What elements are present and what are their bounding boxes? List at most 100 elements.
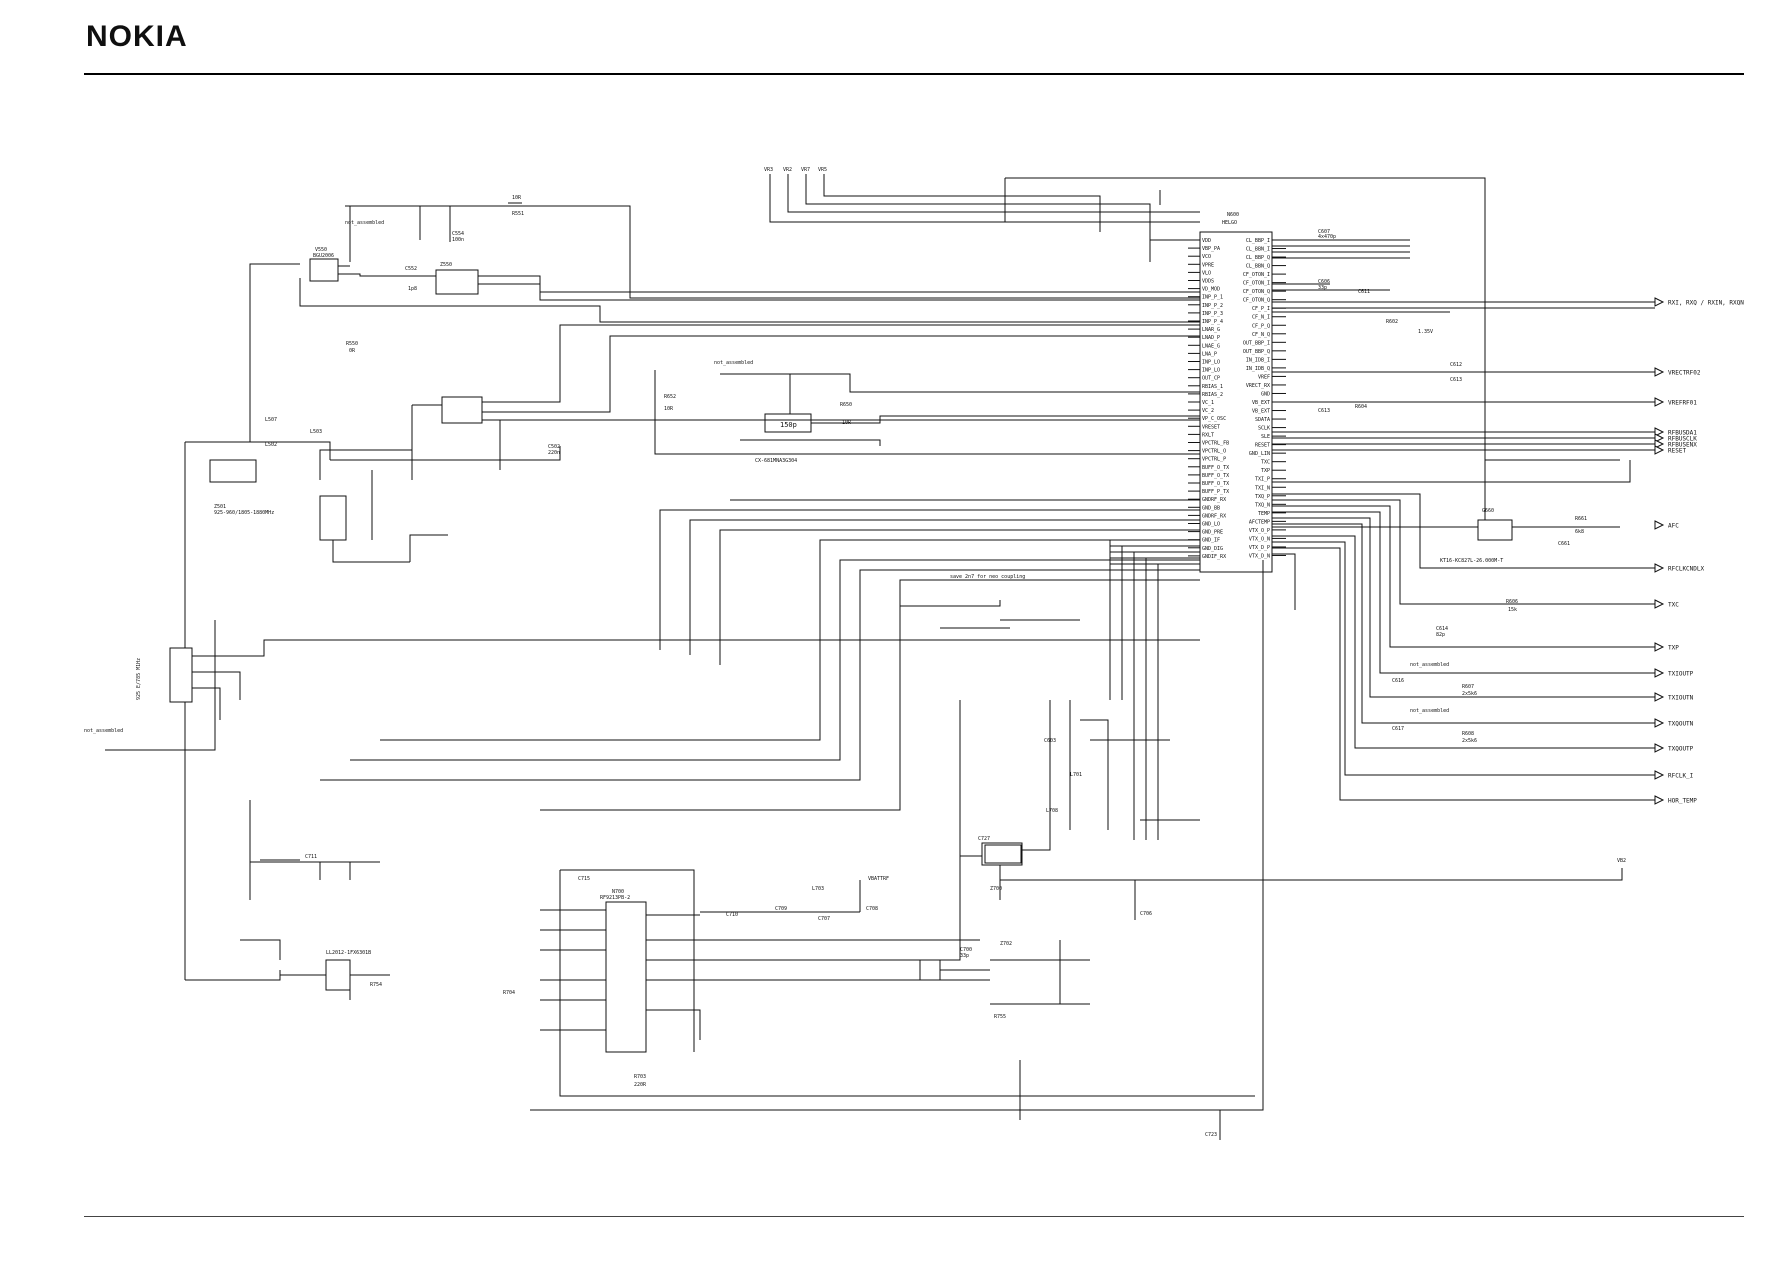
ic-pin-label: GNDRF_RX [1202, 513, 1226, 519]
c616-ref: C616 [1392, 678, 1404, 684]
port-label: AFC [1668, 523, 1679, 530]
rx-filter-wires [319, 324, 1200, 480]
supply-label: VBATTRF [868, 876, 889, 882]
port-label: RFCLK_I [1668, 773, 1694, 780]
port-label: TXIOUTP [1668, 671, 1694, 678]
port-arrow [1654, 668, 1665, 678]
main-ic-ref: N600 [1227, 212, 1239, 218]
ic-pin-label: VREF [1258, 374, 1270, 380]
l502-ref: L502 [265, 442, 277, 448]
port-label: RFBUSDA1 [1668, 430, 1697, 437]
lna-wires [249, 205, 1200, 442]
ic-pin-label: INP_P_2 [1202, 303, 1223, 309]
pa-name: RF9213PB-2 [600, 895, 630, 901]
pa-module: N700 RF9213PB-2 VBATTRF L703 C709 C707 C… [503, 700, 1255, 1097]
balun [319, 495, 347, 541]
c613-ref: R604 [1355, 404, 1367, 410]
tx-matching: C603 L701 L708 C727 [959, 700, 1200, 900]
detector-wires [185, 939, 390, 1000]
right-cap-wires [1272, 239, 1450, 313]
lna-bypass [299, 278, 1200, 323]
ic-pin-label: GND_PRE [1202, 530, 1223, 536]
port-arrow [1654, 599, 1665, 609]
ic-pin-label: GND [1261, 391, 1270, 397]
antenna-switch-body [169, 647, 193, 703]
ic-pin-label: INP_P_1 [1202, 295, 1223, 301]
c703-ref: L708 [1046, 808, 1058, 814]
ic-pin-label: VTX_O_N [1249, 536, 1270, 542]
ic-pin-label: INP_LO [1202, 360, 1220, 366]
c706-ref: R755 [994, 1014, 1006, 1020]
r602-ref: C612 [1450, 362, 1462, 368]
r650-value: 10R [842, 420, 852, 426]
c715-ref: C715 [578, 876, 590, 882]
tcxo-wires [1272, 459, 1620, 528]
power-detector: LL2012-1FX6301B C711 R754 [185, 800, 390, 1000]
port-arrow [1654, 563, 1665, 573]
r501-ref: C502 [548, 444, 560, 450]
r607-ref: R607 [1462, 684, 1474, 690]
saw-filter-1 [435, 269, 479, 295]
label-not-assembled: not_assembled [1410, 662, 1449, 668]
port-arrow [1654, 692, 1665, 702]
ic-pin-label: VLO [1202, 270, 1211, 276]
saw-tx-ref: C727 [978, 836, 990, 842]
r603-ref: C613 [1318, 408, 1330, 414]
detector-body [325, 959, 351, 991]
ic-pin-label: VDD [1202, 238, 1211, 244]
ic-pin-label: SDATA [1255, 417, 1270, 423]
tcxo-ref: G660 [1482, 508, 1494, 514]
r704-ref: R704 [503, 990, 515, 996]
port-label: TXC [1668, 602, 1679, 609]
ic-pin-label: CF_OTON_I [1243, 272, 1270, 278]
ic-pin-label: VTX_D_P [1249, 545, 1270, 551]
ic-pin-label: VBP_PA [1202, 246, 1220, 252]
port-label: RXI, RXQ / RXIN, RXQN [1668, 300, 1744, 307]
l708-ref: L701 [1070, 772, 1082, 778]
vco-label: 150p [780, 421, 797, 429]
port-label: RFBUSCLK [1668, 436, 1697, 443]
r608-ref: R608 [1462, 731, 1474, 737]
ic-pin-label: VCO [1202, 254, 1211, 260]
c552-ref: C552 [405, 266, 417, 272]
pa-supply [700, 880, 861, 913]
bottom-bus: VB2 C706 C723 [530, 560, 1626, 1140]
label-not-assembled: not_assembled [1410, 708, 1449, 714]
ic-pin-label: CF_OTON_Q [1243, 298, 1270, 304]
r600-ref: C607 [1318, 229, 1330, 235]
port-label: TXP [1668, 645, 1679, 652]
port-label: RESET [1668, 448, 1686, 455]
l701-ref: C603 [1044, 738, 1056, 744]
lna-block: V550 BGU2006 Z550 not_assembled 10R R551… [249, 195, 1200, 442]
r661-value: 6k8 [1575, 529, 1584, 535]
c723-ref: C706 [1140, 911, 1152, 917]
ic-pin-label: VTX_D_N [1249, 553, 1270, 559]
supply-wires [769, 174, 1200, 241]
ic-pin-label: TXI_P [1255, 477, 1270, 483]
rx-path [184, 441, 561, 980]
port-arrow [1654, 297, 1665, 307]
c708-ref: C708 [866, 906, 878, 912]
ic-pin-label: VB_EXT [1252, 409, 1270, 415]
header-rule [84, 73, 1744, 75]
c710-ref: C710 [726, 912, 738, 918]
ic-pin-label: TXP [1261, 468, 1270, 474]
c727-ref: C723 [1205, 1132, 1217, 1138]
ic-pin-label: VC_1 [1202, 400, 1214, 406]
port-label: VRECTRF02 [1668, 370, 1701, 377]
l503-ref: L503 [310, 429, 322, 435]
r501-value: 220n [548, 450, 560, 456]
saw-filter-2 [441, 396, 483, 424]
ic-pin-label: VPRE [1202, 262, 1214, 268]
ic-pin-label: TEMP [1258, 511, 1270, 517]
pa-wires [540, 700, 1255, 1097]
port-arrow [1654, 427, 1665, 437]
r550-ref: R550 [346, 341, 358, 347]
c614-ref: C614 [1436, 626, 1448, 632]
port-arrow [1654, 445, 1665, 455]
r755-ref: R754 [370, 982, 382, 988]
right-bus-wires [1272, 301, 1655, 801]
ic-pin-label: RBIAS_2 [1202, 392, 1223, 398]
c612-ref: C613 [1450, 377, 1462, 383]
main-ic-name: HELGO [1222, 220, 1237, 226]
